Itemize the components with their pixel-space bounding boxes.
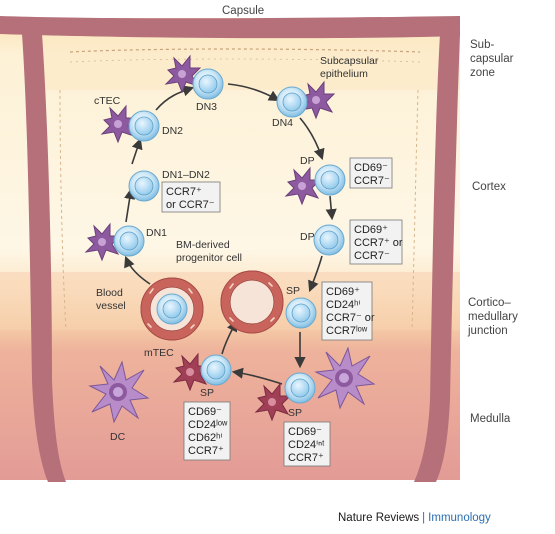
journal-credit: Nature Reviews|Immunology xyxy=(338,512,491,524)
svg-text:CCR7⁻: CCR7⁻ xyxy=(354,175,390,187)
ctec-label: cTEC xyxy=(94,95,121,107)
ctec-cell-dp xyxy=(284,166,322,206)
zone-medulla-label: Medulla xyxy=(470,413,511,425)
credit-separator: | xyxy=(422,512,426,524)
progenitor-label-2: progenitor cell xyxy=(176,252,242,264)
thymocyte-dn12 xyxy=(128,170,160,202)
ctec-cell-dn2 xyxy=(100,104,138,144)
marker-box-dp1: CD69⁻ CCR7⁻ xyxy=(349,157,393,189)
zone-subcapsular-label-2: capsular xyxy=(470,53,514,65)
svg-text:CD24ˡᵒʷ: CD24ˡᵒʷ xyxy=(188,419,228,431)
blood-vessel-exit xyxy=(220,270,284,334)
svg-text:CD69⁻: CD69⁻ xyxy=(354,162,388,174)
marker-box-sp-cmj: CD69⁺ CD24ʰⁱ CCR7⁻ or CCR7ˡᵒʷ xyxy=(321,281,375,341)
zone-subcapsular-label-3: zone xyxy=(470,67,495,79)
arrow-dp-to-sp xyxy=(308,255,323,293)
thymocyte-dn3 xyxy=(192,68,224,100)
stage-label-dn12: DN1–DN2 xyxy=(162,169,210,181)
svg-text:CCR7⁺: CCR7⁺ xyxy=(166,186,202,198)
vessel-stripes xyxy=(147,282,275,329)
zone-cmj-label-2: medullary xyxy=(468,311,518,323)
svg-text:or CCR7⁻: or CCR7⁻ xyxy=(166,199,215,211)
trabecula-left xyxy=(22,34,66,482)
svg-text:CCR7⁻: CCR7⁻ xyxy=(354,250,390,262)
svg-text:CD69⁺: CD69⁺ xyxy=(354,224,388,236)
svg-text:CD69⁺: CD69⁺ xyxy=(326,286,360,298)
zone-cmj-label-3: junction xyxy=(467,325,508,337)
thymocyte-dn4 xyxy=(276,86,308,118)
subcapsular-epithelium-label-2: epithelium xyxy=(320,68,368,80)
stage-label-dn3: DN3 xyxy=(196,101,217,113)
thymocyte-dn1 xyxy=(113,225,145,257)
arrow-sp-medulla-to-sp xyxy=(231,367,283,385)
arrow-dp-to-dp xyxy=(325,195,337,221)
zone-cortex-label: Cortex xyxy=(472,181,506,193)
stage-label-sp-left: SP xyxy=(200,387,214,399)
dendritic-cell-right xyxy=(314,346,376,410)
svg-text:CCR7⁺ or: CCR7⁺ or xyxy=(354,237,403,249)
subcapsular-epithelium-line-2 xyxy=(69,58,421,63)
marker-box-dn12: CCR7⁺ or CCR7⁻ xyxy=(161,181,221,213)
arrow-dn12-to-dn2 xyxy=(131,137,143,165)
stage-label-dp1: DP xyxy=(300,155,315,167)
svg-text:CD24ʰⁱ: CD24ʰⁱ xyxy=(326,299,360,311)
thymocyte-dp1 xyxy=(314,164,346,196)
arrow-dn1-to-dn12 xyxy=(124,187,136,223)
stage-label-dp2: DP xyxy=(300,231,315,243)
journal-name: Nature Reviews xyxy=(338,512,420,524)
thymocyte-dp2 xyxy=(313,224,345,256)
mtec-cell-left xyxy=(172,352,210,392)
marker-box-dp2: CD69⁺ CCR7⁺ or CCR7⁻ xyxy=(349,219,403,265)
capsule-label: Capsule xyxy=(222,5,264,17)
blood-vessel-label-1: Blood xyxy=(96,287,123,299)
svg-text:CCR7⁺: CCR7⁺ xyxy=(288,452,324,464)
thymocyte-dn2 xyxy=(128,110,160,142)
arrow-entry-to-dn1 xyxy=(124,255,151,285)
zone-cmj-label-1: Cortico– xyxy=(468,297,511,309)
subcapsular-band xyxy=(40,30,460,90)
stage-label-dn1: DN1 xyxy=(146,227,167,239)
svg-text:CCR7ˡᵒʷ: CCR7ˡᵒʷ xyxy=(326,325,368,337)
dc-label: DC xyxy=(110,431,126,443)
svg-text:CD69⁻: CD69⁻ xyxy=(188,406,222,418)
svg-text:CD69⁻: CD69⁻ xyxy=(288,426,322,438)
thymocyte-sp-medulla-left xyxy=(200,354,232,386)
thymocyte-sp-medulla-right xyxy=(284,372,316,404)
svg-text:CCR7⁻ or: CCR7⁻ or xyxy=(326,312,375,324)
cortex-boundary xyxy=(59,89,419,331)
progenitor-label-1: BM-derived xyxy=(176,239,230,251)
capsule xyxy=(0,16,460,39)
stage-label-dn4: DN4 xyxy=(272,117,293,129)
stage-label-sp-right: SP xyxy=(288,407,302,419)
stage-label-sp-cmj: SP xyxy=(286,285,300,297)
subcapsular-epithelium-line xyxy=(69,48,421,53)
arrow-dn4-to-dp xyxy=(299,117,325,161)
thymocyte-sp-cmj xyxy=(285,297,317,329)
zone-subcapsular-label-1: Sub- xyxy=(470,39,494,51)
journal-topic: Immunology xyxy=(428,512,491,524)
marker-box-sp-medulla-right: CD69⁻ CD24ⁱⁿᵗ CCR7⁺ xyxy=(283,421,331,467)
svg-text:CCR7⁺: CCR7⁺ xyxy=(188,445,224,457)
blood-vessel-label-2: vessel xyxy=(96,300,126,312)
arrow-dn3-to-dn4 xyxy=(227,83,280,102)
ctec-cell-dn3 xyxy=(164,54,202,94)
subcapsular-epithelium-label: Subcapsular xyxy=(320,55,379,67)
arrow-dn2-to-dn3 xyxy=(155,85,195,111)
mtec-label: mTEC xyxy=(144,347,174,359)
svg-text:CD62ʰⁱ: CD62ʰⁱ xyxy=(188,432,222,444)
mtec-cell-right xyxy=(254,382,292,422)
dendritic-cell-left xyxy=(88,360,150,424)
svg-text:CD24ⁱⁿᵗ: CD24ⁱⁿᵗ xyxy=(288,439,325,451)
ctec-cell-dn1 xyxy=(84,222,122,262)
stage-label-dn2: DN2 xyxy=(162,125,183,137)
trabecula-right xyxy=(414,34,460,482)
thymocyte-progenitor xyxy=(156,293,188,325)
marker-box-sp-medulla-left: CD69⁻ CD24ˡᵒʷ CD62ʰⁱ CCR7⁺ xyxy=(183,401,231,461)
